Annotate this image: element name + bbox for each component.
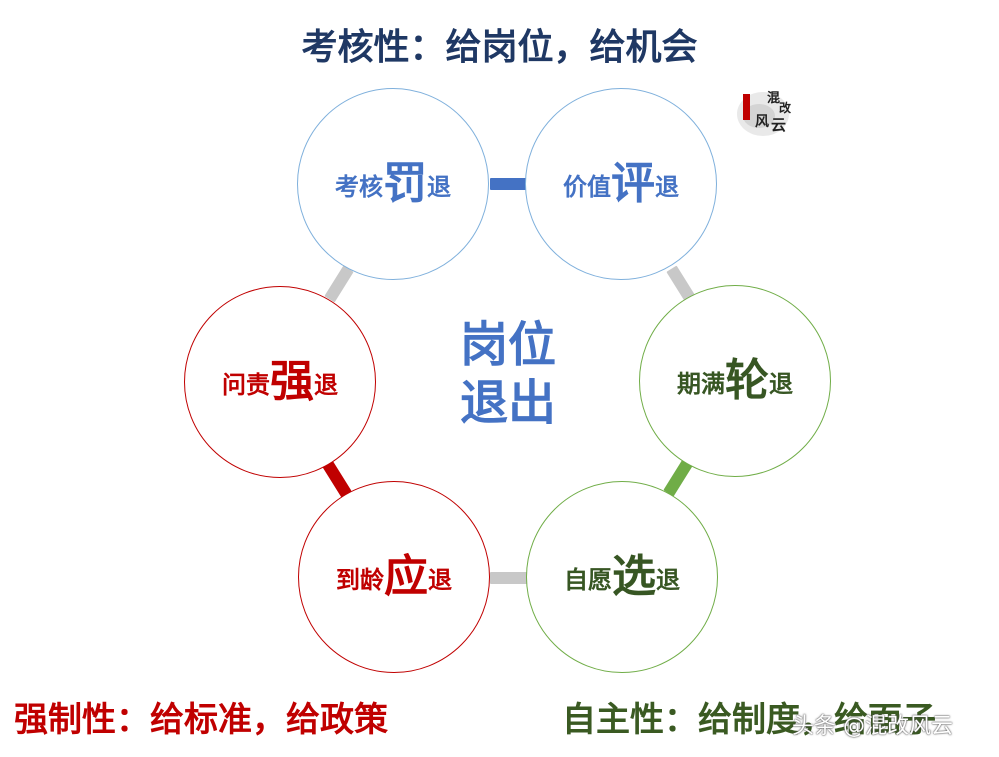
svg-text:改: 改 <box>779 100 792 115</box>
node-wenze-suffix: 退 <box>314 370 338 399</box>
node-qiman-suffix: 退 <box>769 369 793 398</box>
connector-wenze-kaohe <box>324 265 354 303</box>
node-ziyuan-xuantui: 自愿选退 <box>526 481 718 673</box>
caption-bottom-left: 强制性：给标准，给政策 <box>14 700 388 740</box>
logo: 混 改 风 云 <box>733 80 793 140</box>
node-daoling-yingtui: 到龄应退 <box>298 481 490 673</box>
node-wenze-key: 强 <box>270 356 314 407</box>
node-ziyuan-suffix: 退 <box>656 565 680 594</box>
node-qiman-key: 轮 <box>725 355 769 406</box>
node-daoling-prefix: 到龄 <box>336 565 384 594</box>
node-ziyuan-key: 选 <box>612 551 656 602</box>
node-ziyuan-prefix: 自愿 <box>564 565 612 594</box>
node-jiazhi-suffix: 退 <box>655 172 679 201</box>
connector-kaohe-jiazhi <box>490 178 530 190</box>
node-jiazhi-prefix: 价值 <box>563 172 611 201</box>
svg-text:风: 风 <box>755 114 769 130</box>
svg-text:云: 云 <box>771 116 786 134</box>
node-jiazhi-key: 评 <box>611 158 655 209</box>
logo-seal-icon: 混 改 风 云 <box>737 91 792 136</box>
connector-ziyuan-daoling <box>490 572 530 584</box>
node-qiman-luntui: 期满轮退 <box>639 285 831 477</box>
node-kaohe-prefix: 考核 <box>335 172 383 201</box>
center-title-line2: 退出 <box>459 375 556 431</box>
node-daoling-suffix: 退 <box>428 565 452 594</box>
node-kaohe-suffix: 退 <box>427 172 451 201</box>
node-wenze-qiangtui: 问责强退 <box>184 286 376 478</box>
node-qiman-prefix: 期满 <box>677 369 725 398</box>
node-wenze-prefix: 问责 <box>222 370 270 399</box>
center-title: 岗位 退出 <box>448 316 568 432</box>
watermark: 头条 @混改风云 <box>792 714 953 739</box>
node-kaohe-fatui: 考核罚退 <box>297 88 489 280</box>
caption-bottom-right: 自主性：给制度，给面子 <box>562 700 936 740</box>
center-title-line1: 岗位 <box>459 317 556 373</box>
node-jiazhi-pingtui: 价值评退 <box>525 88 717 280</box>
node-kaohe-key: 罚 <box>383 158 427 209</box>
caption-top: 考核性：给岗位，给机会 <box>301 27 698 68</box>
node-daoling-key: 应 <box>384 551 428 602</box>
svg-text:混: 混 <box>767 91 780 106</box>
